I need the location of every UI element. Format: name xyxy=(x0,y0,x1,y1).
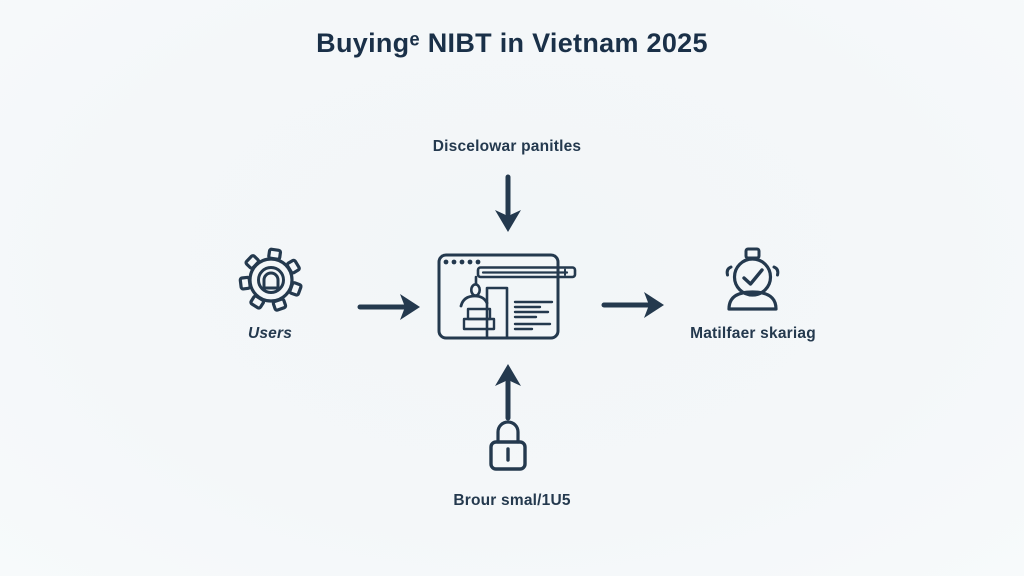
arrow-bottom-to-center-icon xyxy=(492,362,524,422)
padlock-icon xyxy=(484,418,532,474)
arrow-top-to-center-icon xyxy=(492,174,524,238)
browser-window-icon xyxy=(430,246,582,350)
person-check-icon xyxy=(714,242,794,322)
top-node-label: Discelowar panitles xyxy=(432,138,582,155)
page-title: Buyingᵉ NIBT in Vietnam 2025 xyxy=(316,28,708,58)
arrow-users-to-center-icon xyxy=(356,290,424,324)
bottom-node-label: Brour smal/1U5 xyxy=(453,492,571,509)
right-node-label: Matilfaer skariag xyxy=(690,325,816,342)
gear-user-icon xyxy=(235,244,307,316)
users-node-label: Users xyxy=(247,325,293,342)
arrow-center-to-right-icon xyxy=(600,288,668,322)
